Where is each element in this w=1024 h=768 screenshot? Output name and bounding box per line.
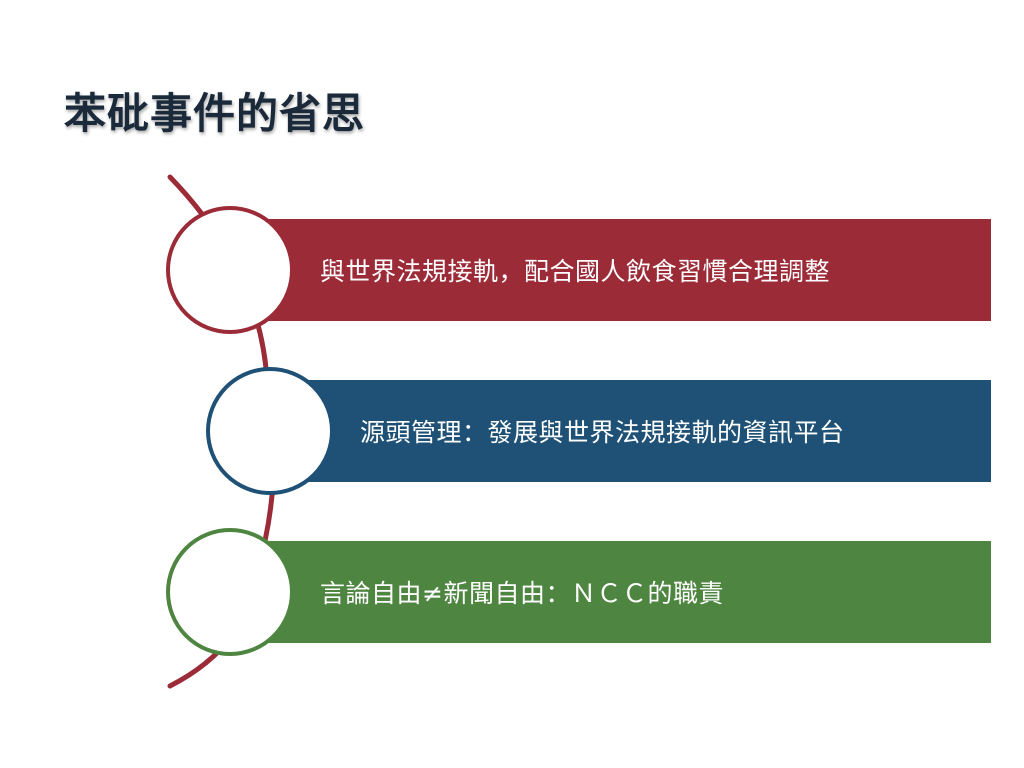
item-band-3: 言論自由≠新聞自由：ＮＣＣ的職責: [232, 541, 991, 643]
item-circle-2: [206, 367, 334, 495]
item-band-1: 與世界法規接軌，配合國人飲食習慣合理調整: [232, 219, 991, 321]
slide-title: 苯砒事件的省思: [64, 89, 366, 138]
item-band-2: 源頭管理：發展與世界法規接軌的資訊平台: [232, 380, 991, 482]
item-circle-3: [166, 528, 294, 656]
item-label-2: 源頭管理：發展與世界法規接軌的資訊平台: [360, 418, 845, 447]
item-circle-1: [166, 206, 294, 334]
item-label-1: 與世界法規接軌，配合國人飲食習慣合理調整: [320, 257, 831, 286]
item-label-3: 言論自由≠新聞自由：ＮＣＣ的職責: [320, 579, 724, 608]
